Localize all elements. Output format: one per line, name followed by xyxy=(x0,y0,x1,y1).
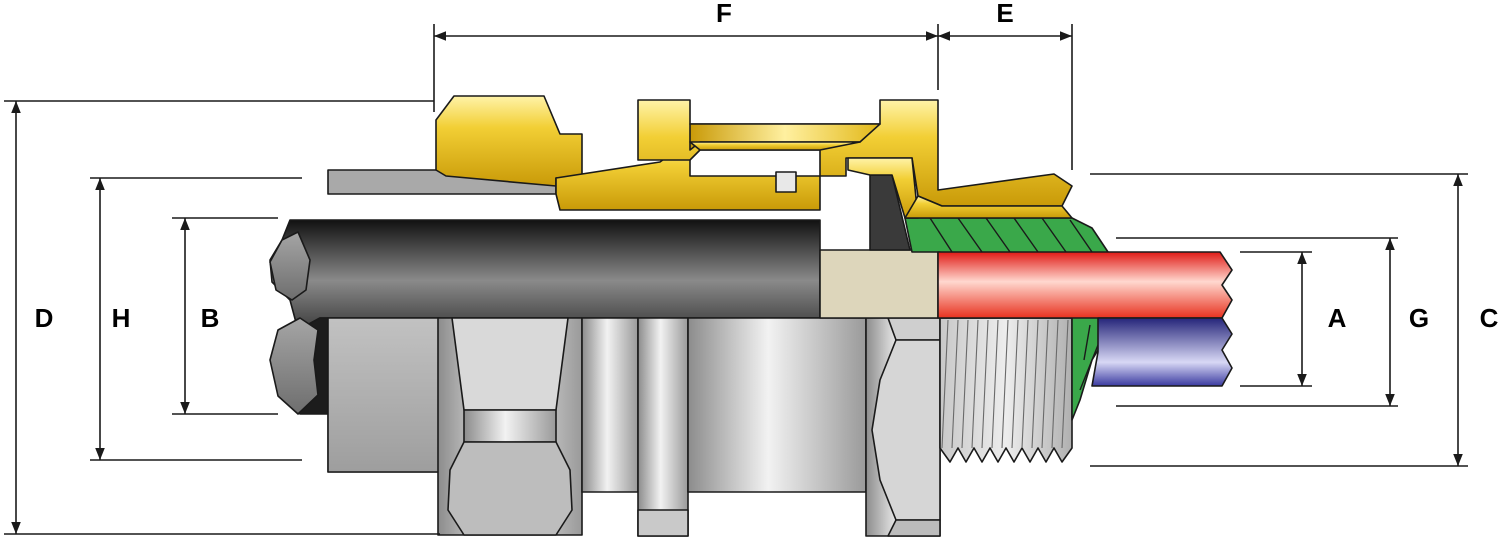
inner-seal xyxy=(819,249,939,319)
core-red xyxy=(937,251,1233,319)
brass-body xyxy=(637,99,1073,219)
label-F: F xyxy=(716,0,732,28)
back-nut xyxy=(437,317,583,536)
dimension-arrows xyxy=(11,31,1463,534)
label-G: G xyxy=(1409,303,1429,333)
dimension-labels: F E D H B A G C xyxy=(35,0,1499,333)
outer-sheath xyxy=(269,219,821,415)
label-H: H xyxy=(112,303,131,333)
label-E: E xyxy=(996,0,1013,28)
label-B: B xyxy=(201,303,220,333)
entry-seal-body xyxy=(327,317,441,473)
entry-thread xyxy=(939,317,1073,463)
core-blue xyxy=(1091,317,1233,387)
label-D: D xyxy=(35,303,54,333)
extension-lines xyxy=(4,24,1468,535)
brass-cone-ring xyxy=(689,141,861,193)
label-A: A xyxy=(1328,303,1347,333)
label-C: C xyxy=(1480,303,1499,333)
brass-back-nut xyxy=(435,95,821,211)
middle-body xyxy=(581,317,867,537)
entry-hex-nut xyxy=(865,317,941,537)
